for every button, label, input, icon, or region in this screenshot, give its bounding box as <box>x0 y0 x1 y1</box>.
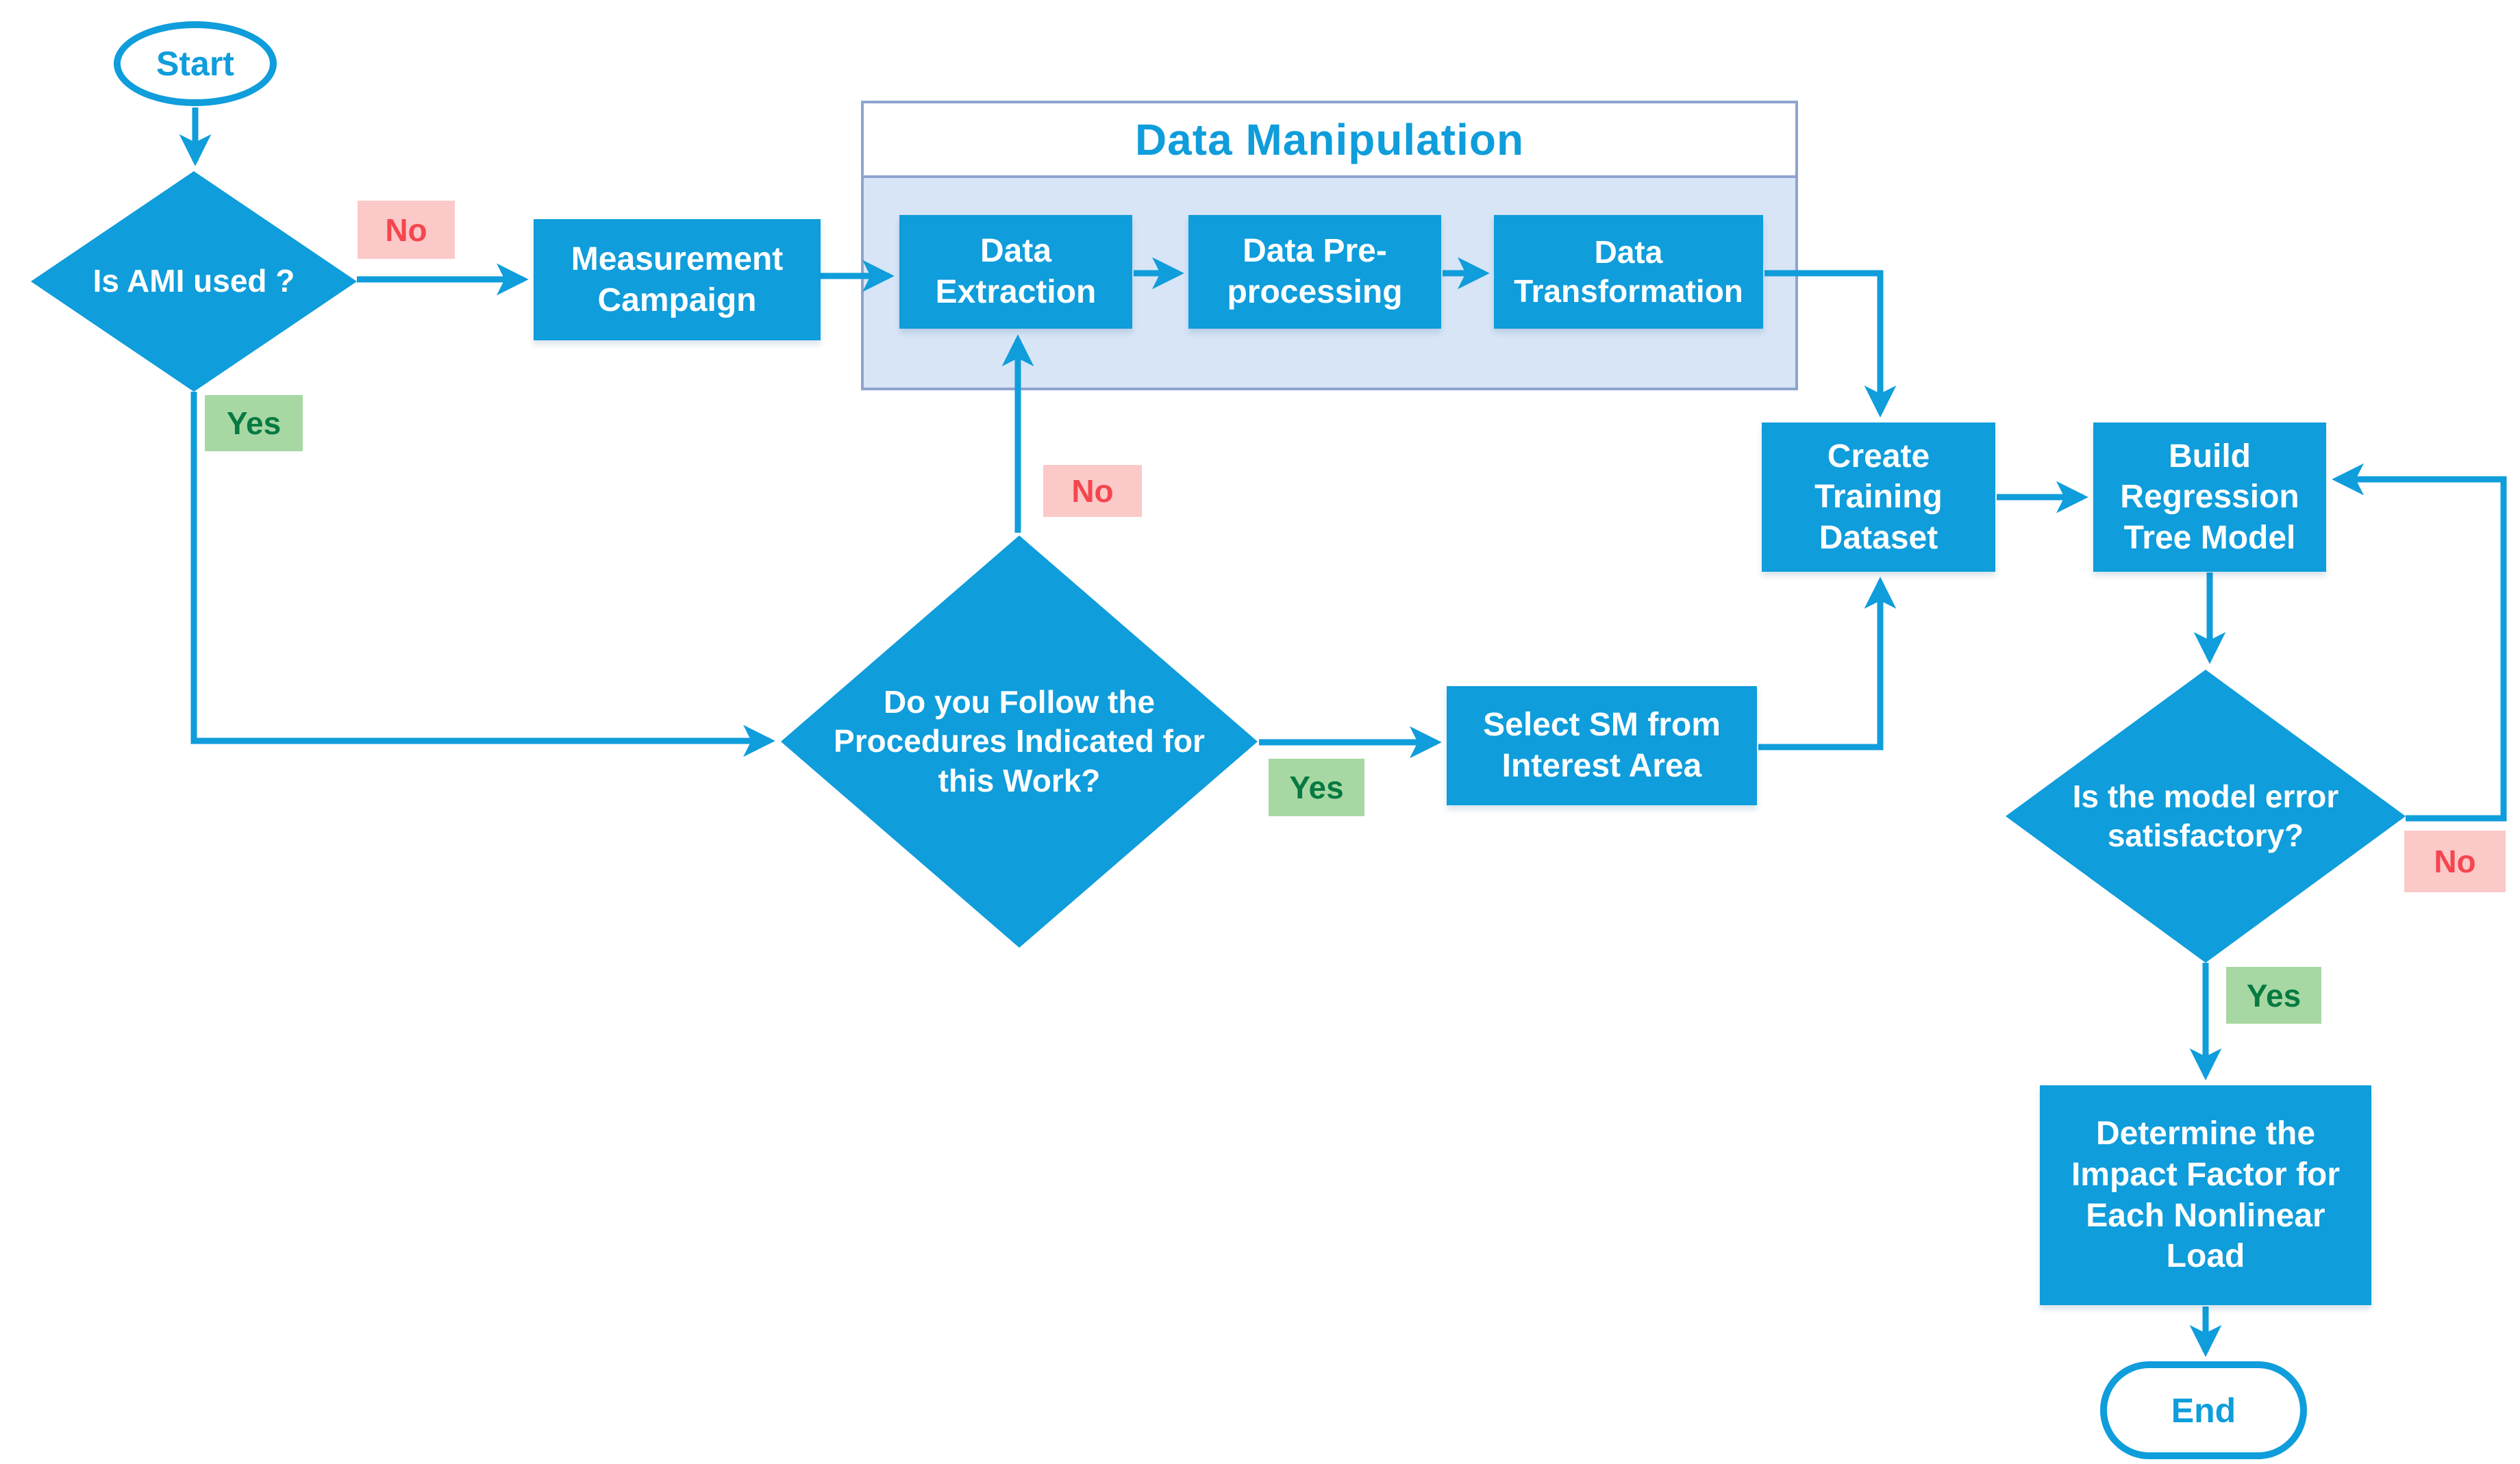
node-follow-procedures-label: Do you Follow the Procedures Indicated f… <box>834 684 1205 798</box>
badge-no-ami: No <box>358 201 455 259</box>
badge-yes-ami-label: Yes <box>226 405 282 441</box>
node-measurement-campaign-label: Measurement Campaign <box>571 240 784 318</box>
node-determine-impact-factor: Determine the Impact Factor for Each Non… <box>2040 1085 2371 1305</box>
node-create-training-dataset-label: Create Training Dataset <box>1814 438 1943 556</box>
container-title: Data Manipulation <box>864 103 1795 178</box>
badge-yes-ami: Yes <box>205 395 303 451</box>
node-data-preprocessing: Data Pre- processing <box>1188 215 1441 329</box>
badge-no-procedures: No <box>1043 465 1142 517</box>
edge-error-no-loop-to-build <box>2332 463 2507 822</box>
node-select-sm: Select SM from Interest Area <box>1447 686 1757 805</box>
node-create-training-dataset: Create Training Dataset <box>1762 422 1995 572</box>
badge-yes-model-error: Yes <box>2226 967 2321 1024</box>
node-determine-impact-factor-label: Determine the Impact Factor for Each Non… <box>2071 1115 2341 1275</box>
node-select-sm-label: Select SM from Interest Area <box>1483 707 1721 784</box>
node-measurement-campaign: Measurement Campaign <box>534 219 821 340</box>
node-data-transformation-label: Data Transformation <box>1514 234 1743 309</box>
node-end: End <box>2100 1361 2307 1459</box>
badge-no-model-error-label: No <box>2434 844 2476 879</box>
node-start-label: Start <box>156 45 234 83</box>
badge-yes-procedures-label: Yes <box>1289 770 1344 805</box>
badge-yes-procedures: Yes <box>1269 759 1364 816</box>
node-data-extraction-label: Data Extraction <box>935 233 1097 310</box>
badge-no-ami-label: No <box>385 212 427 248</box>
node-build-regression-tree: Build Regression Tree Model <box>2093 422 2326 572</box>
node-follow-procedures: Do you Follow the Procedures Indicated f… <box>781 535 1258 948</box>
node-data-extraction: Data Extraction <box>899 215 1132 329</box>
node-is-ami-used: Is AMI used ? <box>31 171 357 392</box>
badge-no-model-error: No <box>2404 831 2506 892</box>
edge-select-to-create <box>1758 577 1897 750</box>
node-model-error-satisfactory-label: Is the model error satisfactory? <box>2072 778 2339 853</box>
node-data-preprocessing-label: Data Pre- processing <box>1227 233 1403 310</box>
node-data-transformation: Data Transformation <box>1494 215 1763 329</box>
node-start: Start <box>114 21 277 106</box>
node-model-error-satisfactory: Is the model error satisfactory? <box>2006 670 2406 963</box>
node-end-label: End <box>2171 1391 2236 1430</box>
badge-no-procedures-label: No <box>1071 473 1114 509</box>
node-is-ami-used-label: Is AMI used ? <box>92 263 295 299</box>
node-build-regression-tree-label: Build Regression Tree Model <box>2120 438 2299 556</box>
badge-yes-model-error-label: Yes <box>2246 977 2301 1013</box>
